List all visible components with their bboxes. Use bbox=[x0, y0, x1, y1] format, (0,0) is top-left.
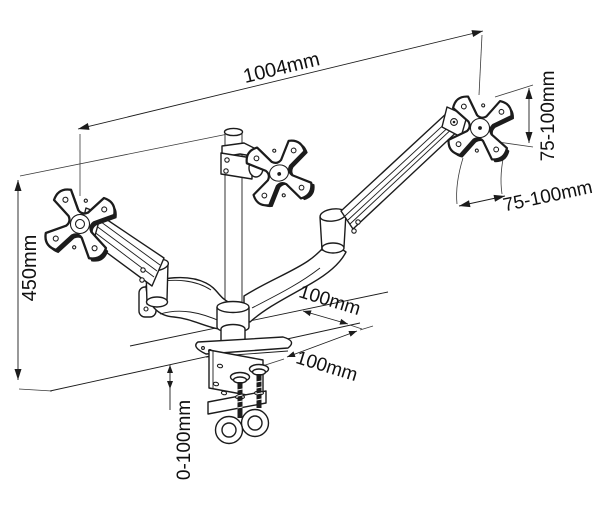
vesa-plate-right bbox=[447, 95, 514, 163]
ring-pull-right bbox=[240, 408, 270, 438]
desk-clamp bbox=[195, 336, 293, 415]
vesa-plate-center bbox=[245, 139, 315, 208]
label-vesa-vertical: 75-100mm bbox=[538, 71, 559, 162]
label-clamp-range: 0-100mm bbox=[174, 400, 195, 480]
label-pole-height: 450mm bbox=[19, 235, 41, 302]
label-base-width: 100mm bbox=[293, 347, 360, 386]
vesa-plate-left bbox=[44, 188, 117, 262]
label-base-depth: 100mm bbox=[296, 281, 363, 320]
gas-spring-arm-right bbox=[340, 106, 468, 234]
ring-pull-left bbox=[214, 415, 244, 445]
dim-base-depth bbox=[302, 310, 363, 330]
lower-arm-right bbox=[243, 240, 347, 323]
desk-surface bbox=[49, 291, 389, 392]
dim-pole-height bbox=[14, 133, 229, 392]
elbow-joint-right bbox=[319, 208, 347, 254]
clamp-ring-screws bbox=[214, 363, 270, 445]
dim-vesa-vertical bbox=[494, 84, 534, 148]
label-vesa-horizontal: 75-100mm bbox=[501, 177, 594, 216]
label-overall-width: 1004mm bbox=[241, 48, 322, 88]
dim-overall-width bbox=[77, 30, 484, 196]
